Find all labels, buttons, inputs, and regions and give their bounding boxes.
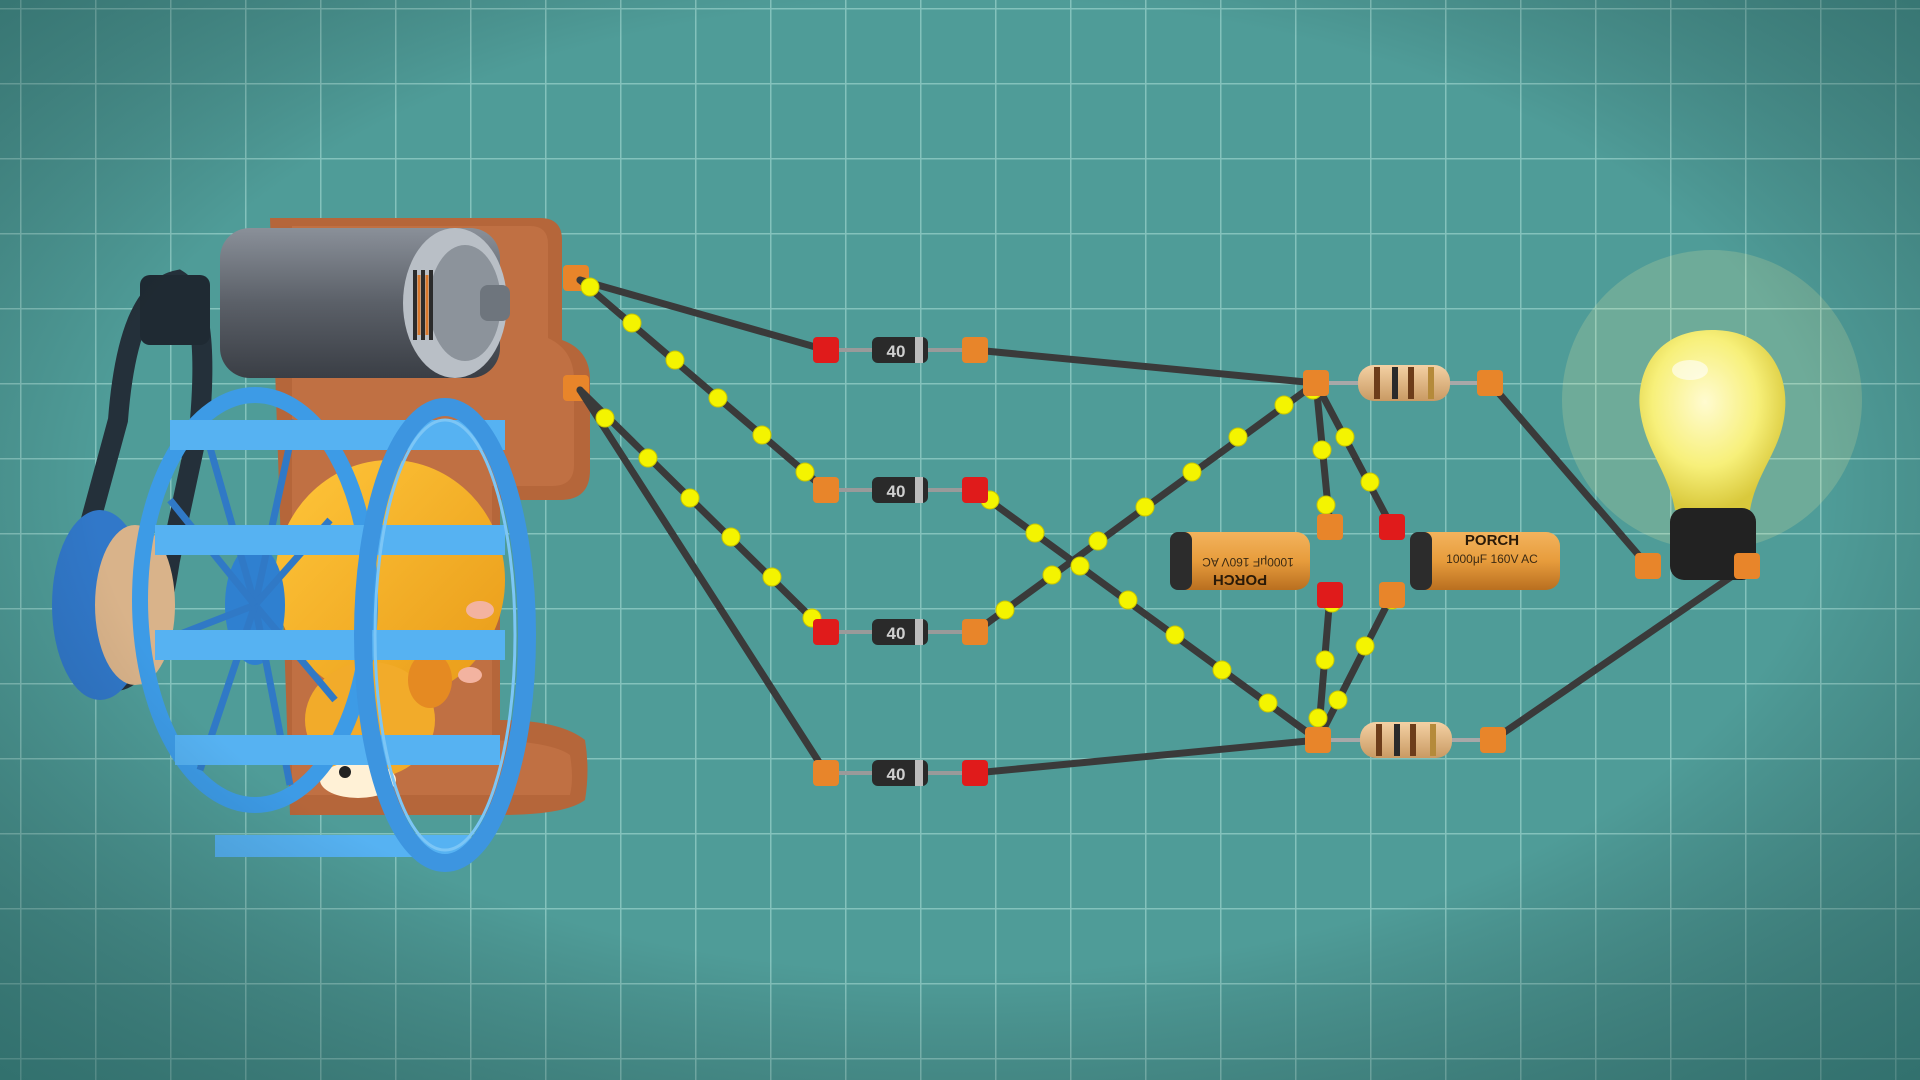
- terminal[interactable]: [813, 760, 839, 786]
- terminal[interactable]: [962, 760, 988, 786]
- capacitor-brand: PORCH: [1465, 532, 1519, 549]
- terminal[interactable]: [962, 337, 988, 363]
- motor-pulley: [140, 275, 210, 345]
- terminal[interactable]: [813, 619, 839, 645]
- terminal[interactable]: [813, 337, 839, 363]
- diode-label: 40: [887, 624, 906, 643]
- terminal[interactable]: [962, 477, 988, 503]
- terminal[interactable]: [1477, 370, 1503, 396]
- diode-label: 40: [887, 482, 906, 501]
- terminal[interactable]: [962, 619, 988, 645]
- terminal[interactable]: [1379, 514, 1405, 540]
- terminal[interactable]: [1303, 370, 1329, 396]
- terminal[interactable]: [813, 477, 839, 503]
- capacitor-brand: PORCH: [1213, 571, 1267, 588]
- terminal[interactable]: [1317, 514, 1343, 540]
- terminal[interactable]: [1635, 553, 1661, 579]
- diode-label: 40: [887, 342, 906, 361]
- terminal[interactable]: [1480, 727, 1506, 753]
- capacitor-rating: 1000μF 160V AC: [1202, 555, 1294, 569]
- terminal[interactable]: [1734, 553, 1760, 579]
- terminal[interactable]: [1317, 582, 1343, 608]
- terminal[interactable]: [1305, 727, 1331, 753]
- diode-label: 40: [887, 765, 906, 784]
- capacitor-rating: 1000μF 160V AC: [1446, 552, 1538, 566]
- terminal[interactable]: [1379, 582, 1405, 608]
